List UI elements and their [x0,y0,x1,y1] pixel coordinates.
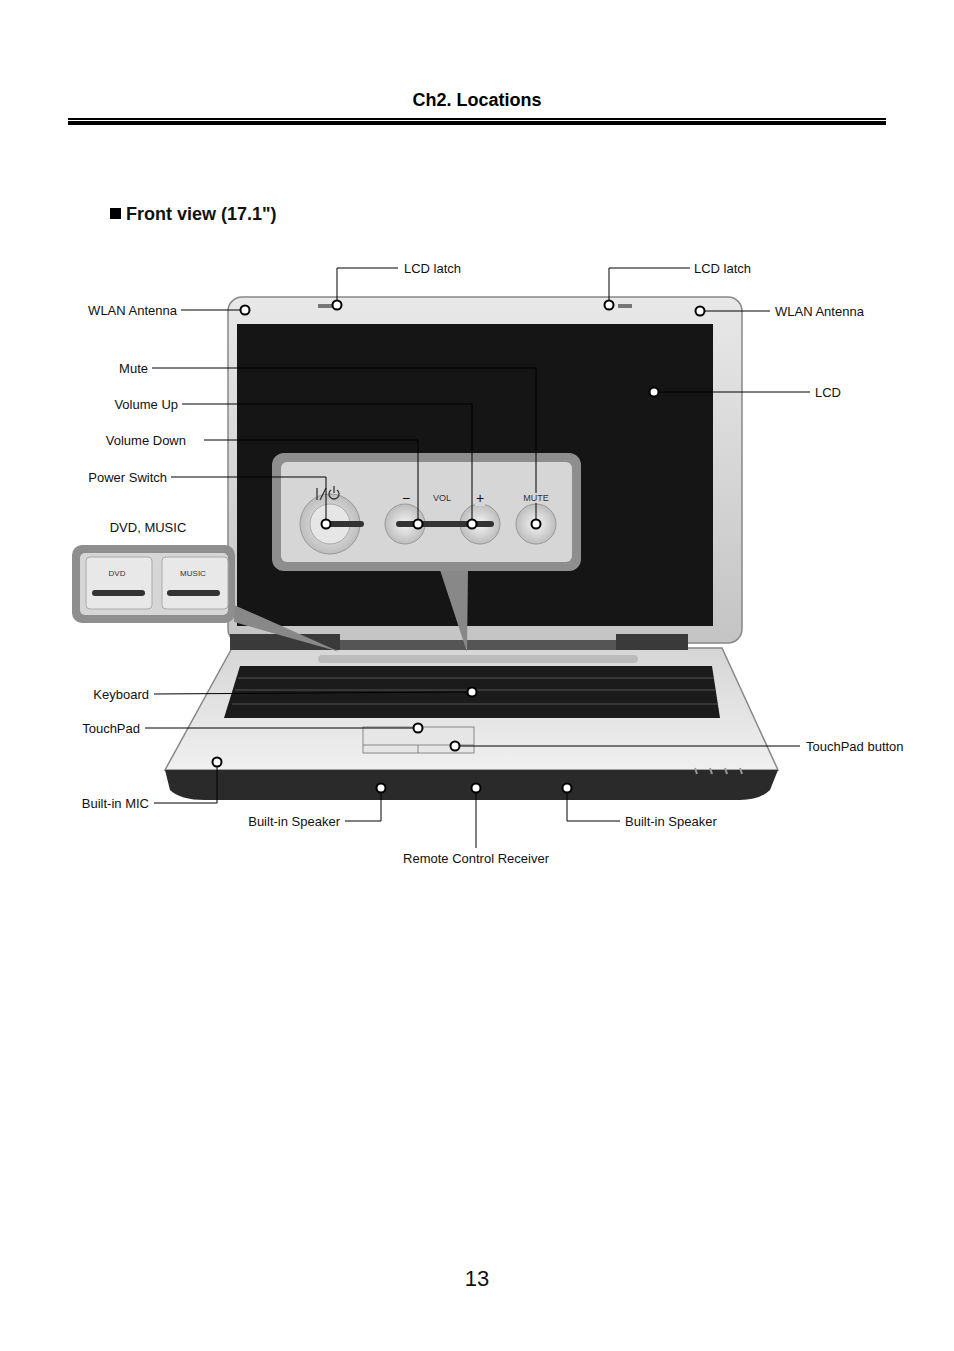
button-legend: VOL [432,493,452,503]
part-label: Volume Down [106,433,186,448]
part-label: LCD latch [694,261,751,276]
part-label: WLAN Antenna [775,304,864,319]
part-label: LCD latch [404,261,461,276]
part-label: Remote Control Receiver [403,851,549,866]
part-label: Mute [119,361,148,376]
part-label: Built-in Speaker [248,814,340,829]
part-label: Built-in Speaker [625,814,717,829]
button-legend: + [475,490,485,506]
part-label: DVD, MUSIC [110,520,187,535]
button-legend: MUSIC [180,569,206,578]
section-heading: Front view (17.1") [126,204,277,225]
page-number: 13 [465,1266,489,1291]
part-label: WLAN Antenna [88,303,177,318]
button-legend: − [402,490,410,506]
part-label: Built-in MIC [82,796,149,811]
part-label: TouchPad [82,721,140,736]
part-label: Keyboard [93,687,149,702]
chapter-heading: Ch2. Locations [412,90,541,111]
part-label: Volume Up [114,397,178,412]
button-legend: DVD [109,569,126,578]
part-label: LCD [815,385,841,400]
button-legend: MUTE [522,493,550,503]
part-label: Power Switch [88,470,167,485]
part-label: TouchPad button [806,739,904,754]
